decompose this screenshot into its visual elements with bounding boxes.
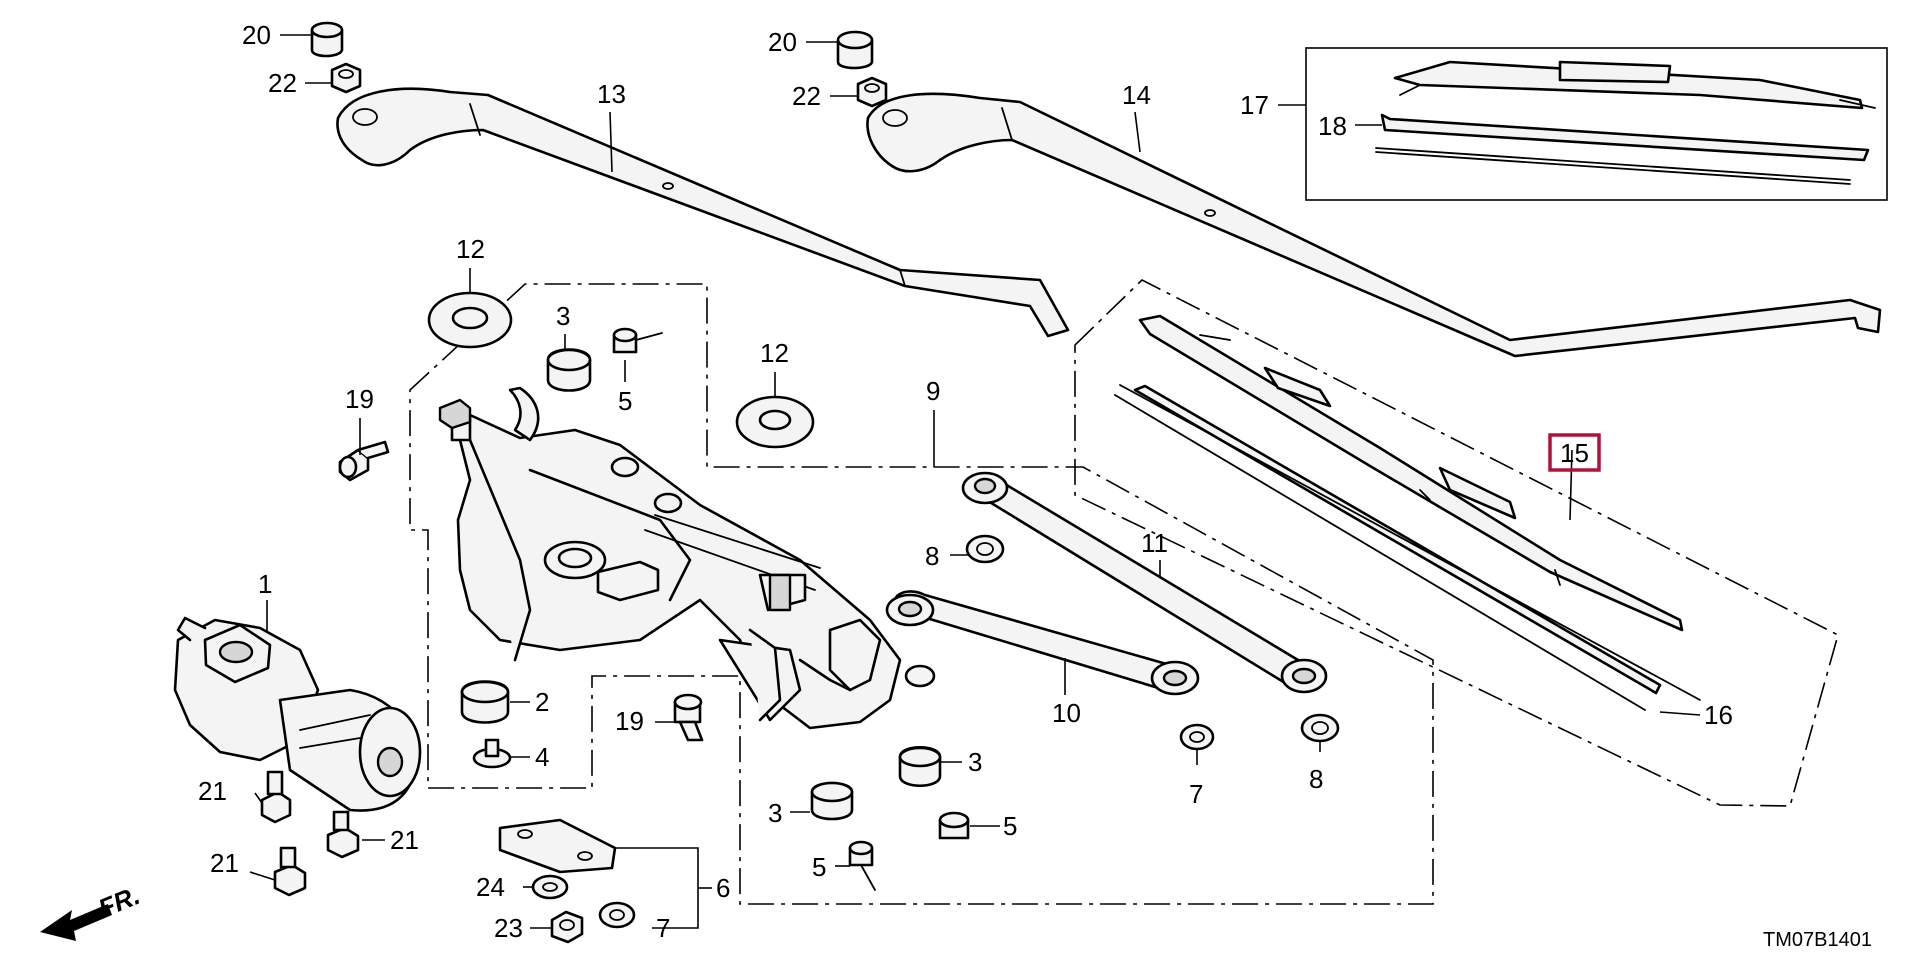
blade-17-top[interactable] — [1393, 60, 1876, 110]
callout-1: 1 — [258, 569, 272, 599]
bushing-3-lower[interactable] — [810, 781, 854, 821]
callout-5-top: 5 — [618, 386, 632, 416]
callout-14: 14 — [1122, 80, 1151, 110]
callout-8-bottom: 8 — [1309, 764, 1323, 794]
cap-20-right[interactable] — [836, 30, 874, 70]
callout-24: 24 — [476, 872, 505, 902]
callout-10: 10 — [1052, 698, 1081, 728]
bolt-4[interactable] — [472, 738, 512, 769]
callout-2: 2 — [535, 687, 549, 717]
washer-24[interactable] — [531, 874, 569, 900]
callout-18: 18 — [1318, 111, 1347, 141]
bushing-3-right[interactable] — [898, 746, 942, 787]
linkage-group-outline — [409, 283, 1434, 905]
callout-7-right: 7 — [1189, 779, 1203, 809]
callout-23: 23 — [494, 913, 523, 943]
callout-22-left: 22 — [268, 68, 297, 98]
callout-15: 15 — [1560, 438, 1589, 468]
blade-kit-box — [1305, 47, 1888, 201]
bolt-19-center[interactable] — [673, 693, 704, 742]
washer-12-top[interactable] — [427, 291, 513, 349]
callout-20-left: 20 — [242, 20, 271, 50]
bolt-21-c[interactable] — [273, 846, 307, 897]
washer-12-middle[interactable] — [735, 395, 815, 449]
nut-8-bottom[interactable] — [1300, 713, 1340, 743]
callout-19-center: 19 — [615, 706, 644, 736]
nut-7-bottom[interactable] — [598, 901, 636, 929]
highlight-box-15 — [1548, 433, 1601, 472]
wiper-arm-left[interactable] — [336, 87, 1070, 338]
callout-3-right: 3 — [968, 747, 982, 777]
callout-21-c: 21 — [210, 848, 239, 878]
diagram-code: TM07B1401 — [1763, 929, 1872, 951]
blade-rubber-16[interactable] — [1114, 384, 1701, 711]
bolt-5-top[interactable] — [612, 327, 663, 354]
bolt-5-right[interactable] — [938, 811, 970, 840]
link-rod-11[interactable] — [961, 471, 1328, 694]
bolt-21-b[interactable] — [326, 810, 360, 859]
callout-4: 4 — [535, 742, 549, 772]
nut-22-right[interactable] — [856, 76, 888, 108]
callout-6: 6 — [716, 873, 730, 903]
callout-12-top: 12 — [456, 234, 485, 264]
cap-20-left[interactable] — [310, 21, 344, 58]
callout-3-top: 3 — [556, 301, 570, 331]
blade-assembly-outline — [1074, 279, 1839, 807]
blade-assembly-15[interactable] — [1138, 314, 1684, 632]
leader-lines — [249, 34, 1701, 929]
bolt-5-lower[interactable] — [848, 840, 876, 891]
callout-labels: 20 22 13 20 22 14 17 18 12 3 5 19 12 9 1… — [198, 20, 1733, 943]
callout-5-right: 5 — [1003, 811, 1017, 841]
callout-12-middle: 12 — [760, 338, 789, 368]
callout-8-top: 8 — [925, 541, 939, 571]
bolt-21-a[interactable] — [260, 770, 292, 824]
callout-16: 16 — [1704, 700, 1733, 730]
front-direction-arrow: FR. — [40, 880, 144, 941]
blade-rubber-18[interactable] — [1375, 113, 1870, 185]
wiper-motor[interactable] — [173, 616, 422, 812]
bushing-3-top[interactable] — [546, 348, 592, 392]
callout-19-left: 19 — [345, 384, 374, 414]
link-rod-10[interactable] — [885, 590, 1200, 696]
callout-5-lower: 5 — [812, 852, 826, 882]
callout-3-lower: 3 — [768, 798, 782, 828]
bracket-6[interactable] — [498, 818, 617, 874]
callout-21-b: 21 — [390, 825, 419, 855]
linkage-frame[interactable] — [438, 386, 936, 730]
callout-13: 13 — [597, 79, 626, 109]
callout-22-right: 22 — [792, 81, 821, 111]
nut-7-right[interactable] — [1179, 723, 1215, 751]
callout-21-a: 21 — [198, 776, 227, 806]
callout-7-bottom: 7 — [656, 913, 670, 943]
nut-22-left[interactable] — [330, 62, 362, 94]
nut-23[interactable] — [550, 910, 584, 944]
callout-17: 17 — [1240, 90, 1269, 120]
nut-8-top[interactable] — [965, 534, 1005, 564]
grommet-2[interactable] — [460, 680, 510, 724]
wiper-arm-right[interactable] — [866, 92, 1882, 358]
bolt-19-left[interactable] — [338, 440, 390, 482]
callout-11: 11 — [1141, 528, 1168, 558]
callout-9: 9 — [926, 376, 940, 406]
front-arrow-icon — [40, 904, 112, 941]
callout-20-right: 20 — [768, 27, 797, 57]
